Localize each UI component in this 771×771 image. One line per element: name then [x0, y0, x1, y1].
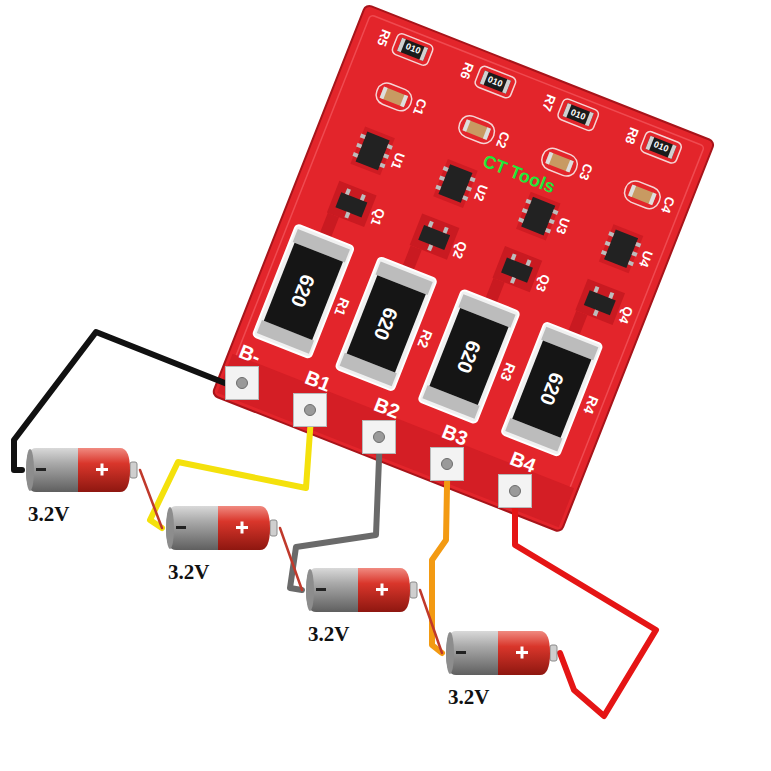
voltage-label: 3.2V: [168, 562, 209, 583]
resistor-value: 010: [404, 43, 421, 57]
pad-label: B-: [237, 341, 264, 367]
pad-hole: [373, 431, 385, 443]
battery-terminal: [410, 582, 417, 598]
minus-sign: [176, 526, 186, 529]
battery-end: [306, 569, 314, 611]
pad-label: B2: [372, 394, 403, 422]
resistor-value: 620: [288, 272, 319, 310]
capacitor-label: C4: [659, 195, 677, 215]
battery-terminal: [550, 645, 557, 661]
pad-hole: [441, 458, 453, 470]
battery-end: [446, 632, 454, 674]
battery-negative-half: [306, 568, 358, 612]
battery-end: [26, 449, 34, 491]
resistor-label: R1: [333, 296, 353, 318]
battery-positive-half: [358, 568, 410, 612]
battery-cell: [442, 625, 560, 681]
resistor-label: R6: [457, 61, 475, 81]
plus-sign: [521, 647, 524, 659]
pad-hole: [236, 377, 248, 389]
battery-terminal: [270, 520, 277, 536]
resistor-value: 010: [652, 140, 669, 154]
battery: 3.2V: [22, 442, 140, 498]
battery: 3.2V: [442, 625, 560, 681]
solder-pad: B-: [225, 366, 259, 400]
wire: [280, 528, 302, 590]
minus-sign: [316, 588, 326, 591]
plus-sign: [101, 464, 104, 476]
solder-pad: B1: [293, 393, 327, 427]
watermark: CT Tools: [481, 152, 558, 196]
wire: [420, 590, 442, 653]
resistor-value: 010: [570, 108, 587, 122]
battery-cell: [162, 500, 280, 556]
chip-label: U4: [637, 249, 655, 269]
wire: [515, 508, 656, 716]
mosfet-label: Q2: [451, 240, 469, 261]
solder-pad: B3: [430, 447, 464, 481]
chip-label: U2: [471, 183, 489, 203]
resistor-label: R2: [415, 328, 435, 350]
resistor-value: 010: [487, 75, 504, 89]
pad-hole: [304, 404, 316, 416]
mosfet-label: Q1: [368, 207, 386, 228]
minus-sign: [456, 651, 466, 654]
pad-label: B1: [303, 367, 334, 395]
resistor-label: R8: [623, 126, 641, 146]
chip-label: U1: [389, 151, 407, 171]
resistor-label: R7: [540, 93, 558, 113]
battery-negative-half: [26, 448, 78, 492]
pad-hole: [509, 485, 521, 497]
battery-cell: [22, 442, 140, 498]
voltage-label: 3.2V: [308, 624, 349, 645]
battery: 3.2V: [302, 562, 420, 618]
battery-positive-half: [498, 631, 550, 675]
battery-terminal: [130, 462, 137, 478]
wire: [140, 470, 162, 528]
pad-label: B3: [440, 421, 471, 449]
capacitor-label: C3: [576, 162, 594, 182]
copper-border: [222, 15, 704, 522]
battery-positive-half: [78, 448, 130, 492]
battery-end: [166, 507, 174, 549]
battery-negative-half: [446, 631, 498, 675]
voltage-label: 3.2V: [28, 504, 69, 525]
solder-pad: B2: [362, 420, 396, 454]
resistor-label: R3: [498, 361, 518, 383]
plus-sign: [241, 522, 244, 534]
resistor-label: R5: [375, 28, 393, 48]
resistor-value: 620: [371, 305, 402, 343]
resistor-label: R4: [581, 394, 601, 416]
voltage-label: 3.2V: [448, 687, 489, 708]
battery: 3.2V: [162, 500, 280, 556]
pcb-board: [212, 4, 715, 532]
capacitor-label: C2: [494, 130, 512, 150]
pad-label: B4: [507, 448, 538, 476]
mosfet-label: Q4: [617, 305, 635, 326]
capacitor-label: C1: [411, 97, 429, 117]
battery-cell: [302, 562, 420, 618]
minus-sign: [36, 468, 46, 471]
pcb-outline: [212, 4, 715, 532]
plus-sign: [381, 584, 384, 596]
mosfet-label: Q3: [534, 272, 552, 293]
solder-pad: B4: [498, 474, 532, 508]
resistor-value: 620: [454, 337, 485, 375]
resistor-value: 620: [536, 370, 567, 408]
battery-negative-half: [166, 506, 218, 550]
chip-label: U3: [554, 216, 572, 236]
battery-positive-half: [218, 506, 270, 550]
